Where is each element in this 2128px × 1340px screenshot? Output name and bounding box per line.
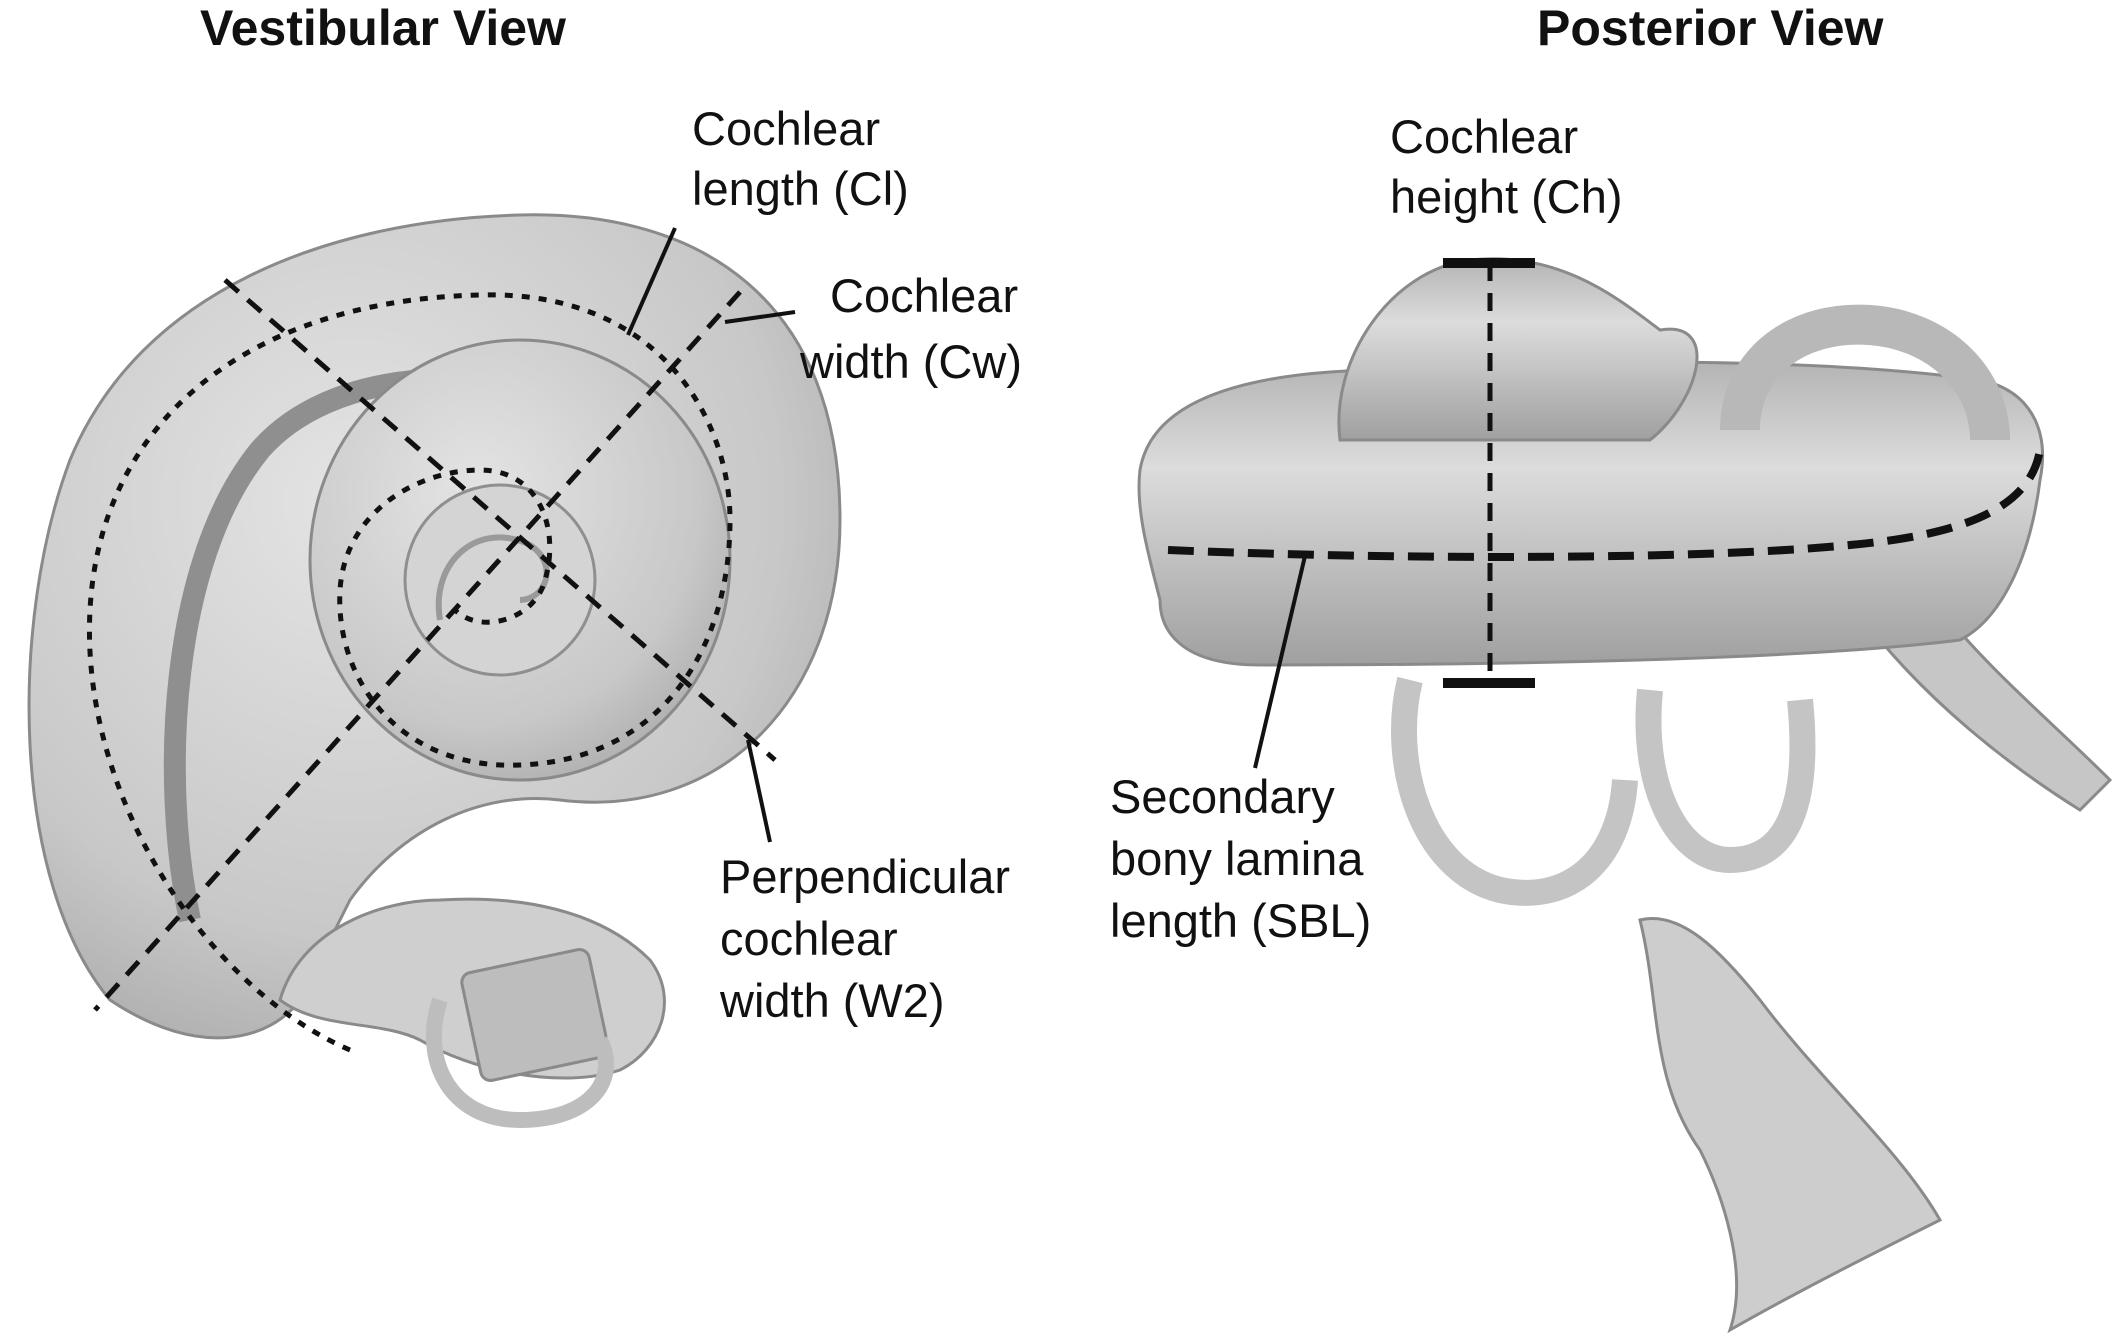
cochlea-model-vestibular	[27, 213, 842, 1129]
vestibular-view-title: Vestibular View	[200, 0, 566, 56]
oval-window-block	[460, 948, 610, 1082]
cochlea-middle-turn-posterior	[1337, 257, 1699, 442]
cochlear-length-leader	[626, 227, 677, 336]
secondary-bony-lamina-line	[1167, 449, 2044, 561]
cochlear-height-label: Cochlear height (Ch)	[1390, 110, 1623, 223]
cochlea-model-posterior	[1137, 257, 2113, 1334]
posterior-view-title: Posterior View	[1537, 0, 1884, 56]
bone-fragment	[1638, 917, 1943, 1334]
perpendicular-width-leader	[746, 739, 772, 843]
perpendicular-width-line	[223, 278, 777, 762]
posterior-canal-arm	[1877, 618, 2113, 812]
cochlear-width-leader	[724, 310, 796, 324]
semicircular-canals	[1391, 676, 1816, 906]
vestibular-view: Vestibular View Cochlear length (Cl)	[27, 0, 1031, 1129]
cochlear-width-line	[93, 290, 742, 1012]
cochlear-width-label: Cochlear width (Cw)	[799, 269, 1031, 388]
secondary-bony-lamina-leader	[1253, 555, 1307, 769]
posterior-view: Posterior View Cochlear height (Ch) Seco…	[1110, 0, 2113, 1334]
cochlea-right-loop	[1720, 304, 2010, 441]
secondary-bony-lamina-label: Secondary bony lamina length (SBL)	[1110, 770, 1377, 947]
semicircular-canal-loop	[425, 997, 614, 1129]
cochlear-length-label: Cochlear length (Cl)	[692, 102, 909, 215]
perpendicular-width-label: Perpendicular cochlear width (W2)	[719, 850, 1023, 1027]
cochlea-apex	[403, 483, 597, 677]
